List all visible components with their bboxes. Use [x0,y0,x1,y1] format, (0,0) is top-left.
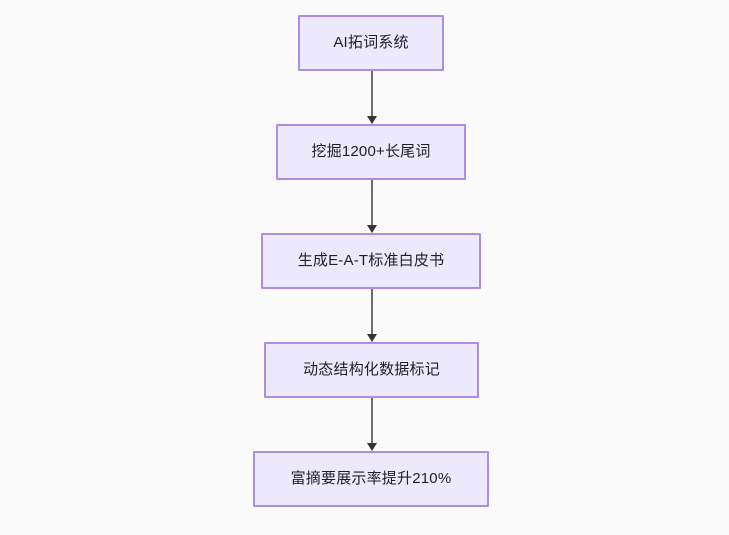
arrow-head-icon [367,334,377,342]
arrow-head-icon [367,116,377,124]
flow-node-1[interactable]: AI拓词系统 [298,15,444,71]
flow-edge-4 [367,398,377,451]
flow-edge-2 [367,180,377,233]
flow-edge-1 [367,71,377,124]
edge-line-icon [371,71,373,117]
flow-node-4[interactable]: 动态结构化数据标记 [264,342,479,398]
flow-node-2[interactable]: 挖掘1200+长尾词 [276,124,466,180]
flow-node-5[interactable]: 富摘要展示率提升210% [253,451,489,507]
flow-node-label: AI拓词系统 [333,34,409,51]
flow-node-label: 动态结构化数据标记 [303,361,440,378]
edge-line-icon [371,289,373,335]
edge-line-icon [371,180,373,226]
arrow-head-icon [367,225,377,233]
flow-node-label: 生成E-A-T标准白皮书 [297,252,445,269]
flow-node-3[interactable]: 生成E-A-T标准白皮书 [261,233,481,289]
flow-node-label: 挖掘1200+长尾词 [311,143,431,160]
edge-line-icon [371,398,373,444]
arrow-head-icon [367,443,377,451]
flow-node-label: 富摘要展示率提升210% [290,470,452,487]
flow-edge-3 [367,289,377,342]
